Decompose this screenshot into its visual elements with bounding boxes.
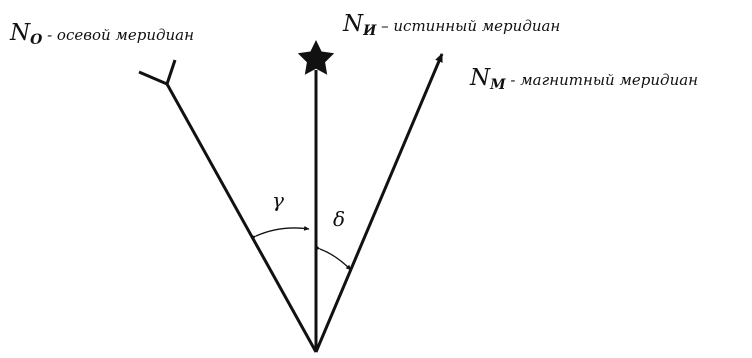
magnetic-meridian-label: NM - магнитный меридиан	[469, 65, 698, 93]
axial-subscript: O	[30, 32, 43, 48]
gamma-label: γ	[272, 188, 284, 212]
delta-arc	[314, 244, 352, 271]
axial-description: - осевой меридиан	[42, 26, 194, 44]
true-meridian-label: NИ – истинный меридиан	[342, 11, 560, 39]
true-subscript: И	[362, 23, 377, 39]
magnetic-meridian-line	[314, 53, 444, 353]
true-symbol: N	[342, 11, 364, 37]
magnetic-symbol: N	[469, 65, 491, 91]
axial-meridian-label: NO - осевой меридиан	[9, 20, 194, 48]
gamma-arc	[250, 225, 310, 241]
star-icon	[297, 40, 335, 75]
axial-symbol: N	[9, 20, 31, 46]
delta-label: δ	[333, 207, 345, 231]
magnetic-description: - магнитный меридиан	[506, 71, 698, 89]
fork-icon	[138, 59, 177, 86]
axial-meridian-line	[165, 83, 318, 353]
true-description: – истинный меридиан	[376, 17, 560, 35]
magnetic-subscript: M	[489, 77, 506, 93]
